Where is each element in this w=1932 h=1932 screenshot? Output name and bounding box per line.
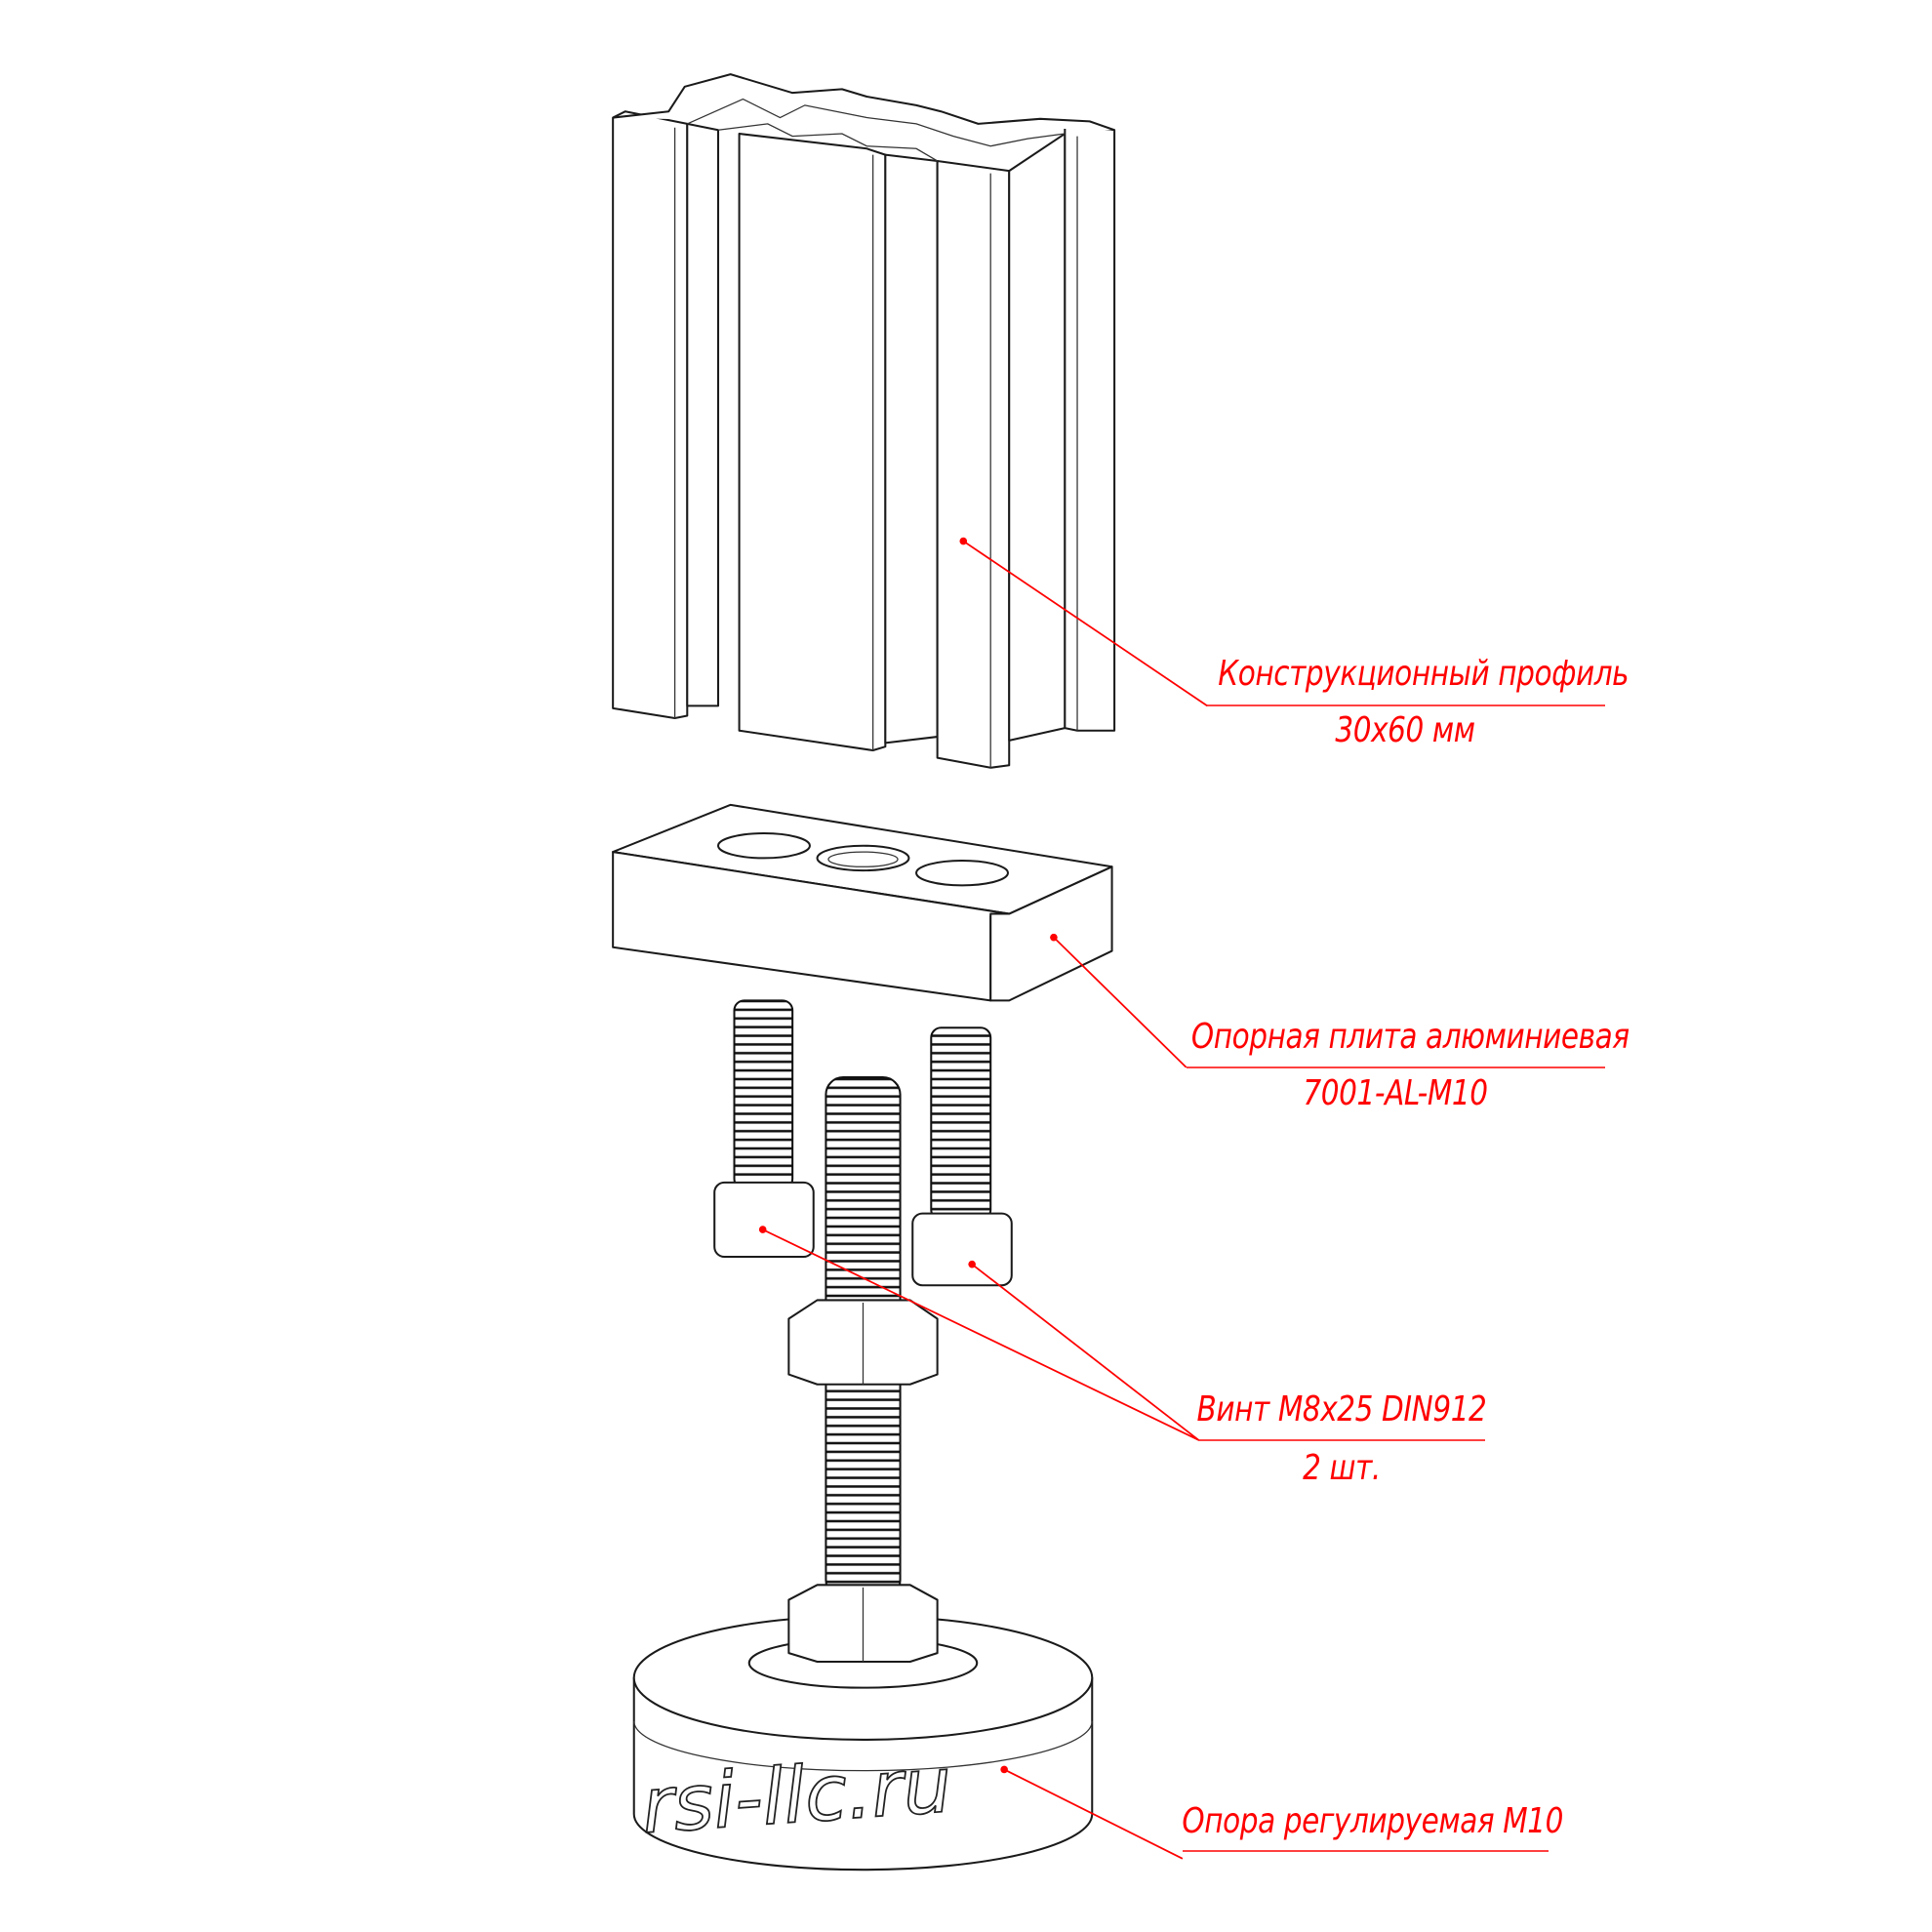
callout-profile-title: Конструкционный профиль	[1218, 654, 1630, 694]
callout-screw-title: Винт M8x25 DIN912	[1196, 1389, 1487, 1429]
callout-screw-qty: 2 шт.	[1303, 1448, 1381, 1488]
base-plate	[612, 803, 1113, 1002]
aluminum-profile	[612, 73, 1116, 769]
callout-profile-size: 30x60 мм	[1335, 710, 1475, 750]
callout-plate-code: 7001-AL-M10	[1303, 1073, 1488, 1113]
callout-plate-title: Опорная плита алюминиевая	[1190, 1017, 1630, 1057]
leveling-foot: rsi-llc.ru	[632, 1076, 1094, 1872]
screw-right	[911, 1026, 1013, 1287]
callout-underlines	[1183, 704, 1605, 1852]
screw-left	[713, 999, 815, 1259]
callout-foot-title: Опора регулируемая M10	[1182, 1801, 1564, 1841]
